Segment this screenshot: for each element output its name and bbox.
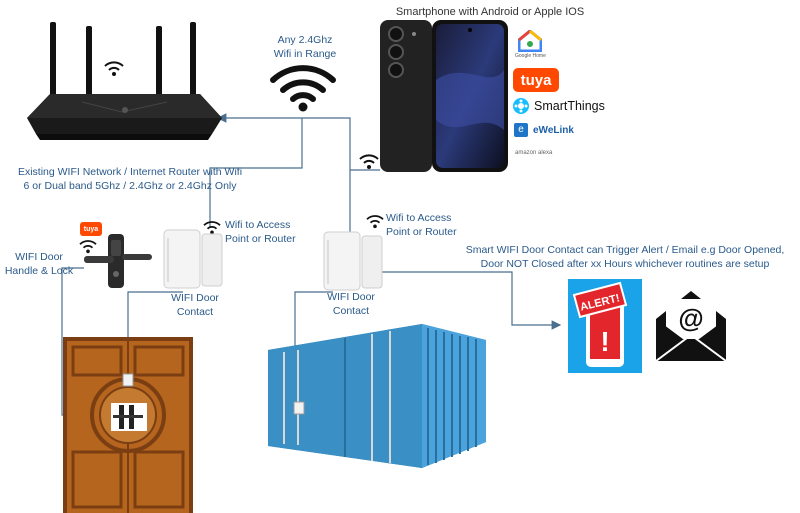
alexa-logo: amazon alexa [515,150,553,156]
line-contact2-container [294,291,333,350]
wifi-icon [104,61,124,76]
router-image [27,22,222,140]
wifi-icon [359,154,379,169]
shipping-container-image [268,324,486,468]
smartthings-icon [513,98,529,114]
line-contact2-alert [380,271,562,330]
alert-exclamation: ! [600,326,609,357]
trigger-line1: Smart WIFI Door Contact can Trigger Aler… [465,244,785,256]
smartphone-image [380,20,508,172]
door-contact-sensor-2 [323,231,383,291]
line-router-link [216,113,351,236]
contact2-line2: Contact [332,305,370,317]
wifi-icon [366,215,384,229]
access-point-caption-1: Wifi to Access Point or Router [225,218,296,246]
smartphone-caption: Smartphone with Android or Apple IOS [395,6,585,18]
google-home-logo: Google Home [515,30,546,59]
access2-line1: Wifi to Access [386,212,452,224]
contact1-line2: Contact [176,306,214,318]
wifi-range-caption: Any 2.4Ghz Wifi in Range [255,33,355,61]
contact1-line1: WIFI Door [171,292,219,304]
line-contact1-router [209,118,303,228]
wifi-range-line2: Wifi in Range [273,48,337,60]
tuya-logo: tuya [513,68,559,92]
door-contact-sensor-1 [163,229,223,289]
contact1-caption: WIFI Door Contact [160,291,230,319]
lock-caption: WIFI Door Handle & Lock [2,250,76,278]
google-home-label: Google Home [515,53,546,59]
lock-line1: WIFI Door [15,251,63,263]
ewelink-icon: e [514,123,528,137]
email-icon: @ [655,291,727,362]
wifi-icon [203,221,221,235]
google-home-icon [518,30,543,52]
router-caption-line1: Existing WIFI Network / Internet Router … [17,166,243,178]
smartthings-logo: SmartThings [513,98,605,114]
alert-phone-icon: ALERT! ! [568,279,642,373]
wifi-range-line1: Any 2.4Ghz [277,34,333,46]
ewelink-logo: e eWeLink [514,123,574,137]
email-at-symbol: @ [678,303,703,333]
tuya-badge: tuya [80,222,102,236]
door-lock-image [84,234,152,288]
router-caption-line2: 6 or Dual band 5Ghz / 2.4Ghz or 2.4Ghz O… [23,180,237,192]
router-caption: Existing WIFI Network / Internet Router … [10,165,250,193]
double-door-image [63,337,193,513]
access-point-caption-2: Wifi to Access Point or Router [386,211,457,239]
ewelink-label: eWeLink [533,124,574,136]
smartthings-label: SmartThings [534,99,605,113]
contact2-caption: WIFI Door Contact [316,290,386,318]
access1-line2: Point or Router [225,233,296,245]
trigger-line2: Door NOT Closed after xx Hours whichever… [480,258,770,270]
trigger-caption: Smart WIFI Door Contact can Trigger Aler… [455,243,795,271]
access2-line2: Point or Router [386,226,457,238]
wifi-icon [79,240,97,254]
wifi-large-icon [270,65,336,112]
contact2-line1: WIFI Door [327,291,375,303]
lock-line2: Handle & Lock [4,265,74,277]
access1-line1: Wifi to Access [225,219,291,231]
